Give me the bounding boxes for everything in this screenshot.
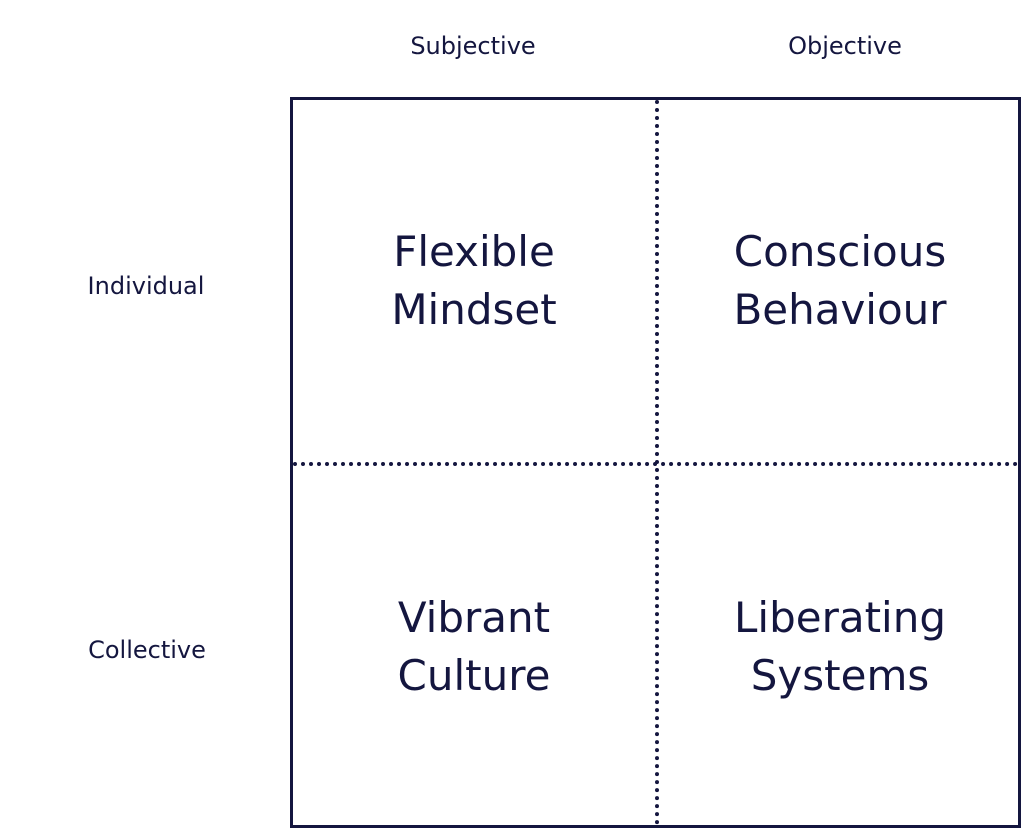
row-label-collective: Collective — [88, 636, 206, 664]
column-label-subjective: Subjective — [410, 32, 536, 60]
quadrant-title-line: Liberating — [734, 593, 946, 642]
quadrant-title-line: Flexible — [393, 227, 555, 276]
quadrant-flexible-mindset: Flexible Mindset — [293, 100, 655, 462]
quadrant-title-line: Culture — [397, 651, 551, 700]
quadrant-liberating-systems: Liberating Systems — [659, 466, 1021, 828]
quadrant-title-line: Vibrant — [397, 593, 551, 642]
quadrant-title: Liberating Systems — [734, 589, 946, 705]
quadrant-title-line: Systems — [750, 651, 930, 700]
row-label-individual: Individual — [87, 272, 205, 300]
quadrant-conscious-behaviour: Conscious Behaviour — [659, 100, 1021, 462]
quadrant-title-line: Mindset — [391, 285, 557, 334]
quadrant-title: Conscious Behaviour — [733, 223, 946, 339]
column-label-objective: Objective — [788, 32, 902, 60]
quadrant-title-line: Behaviour — [733, 285, 947, 334]
quadrant-title: Flexible Mindset — [391, 223, 556, 339]
quadrant-title: Vibrant Culture — [398, 589, 551, 705]
quadrant-title-line: Conscious — [733, 227, 947, 276]
quadrant-matrix: Flexible Mindset Conscious Behaviour Vib… — [290, 97, 1021, 828]
quadrant-vibrant-culture: Vibrant Culture — [293, 466, 655, 828]
horizontal-dotted-divider — [293, 462, 1018, 466]
